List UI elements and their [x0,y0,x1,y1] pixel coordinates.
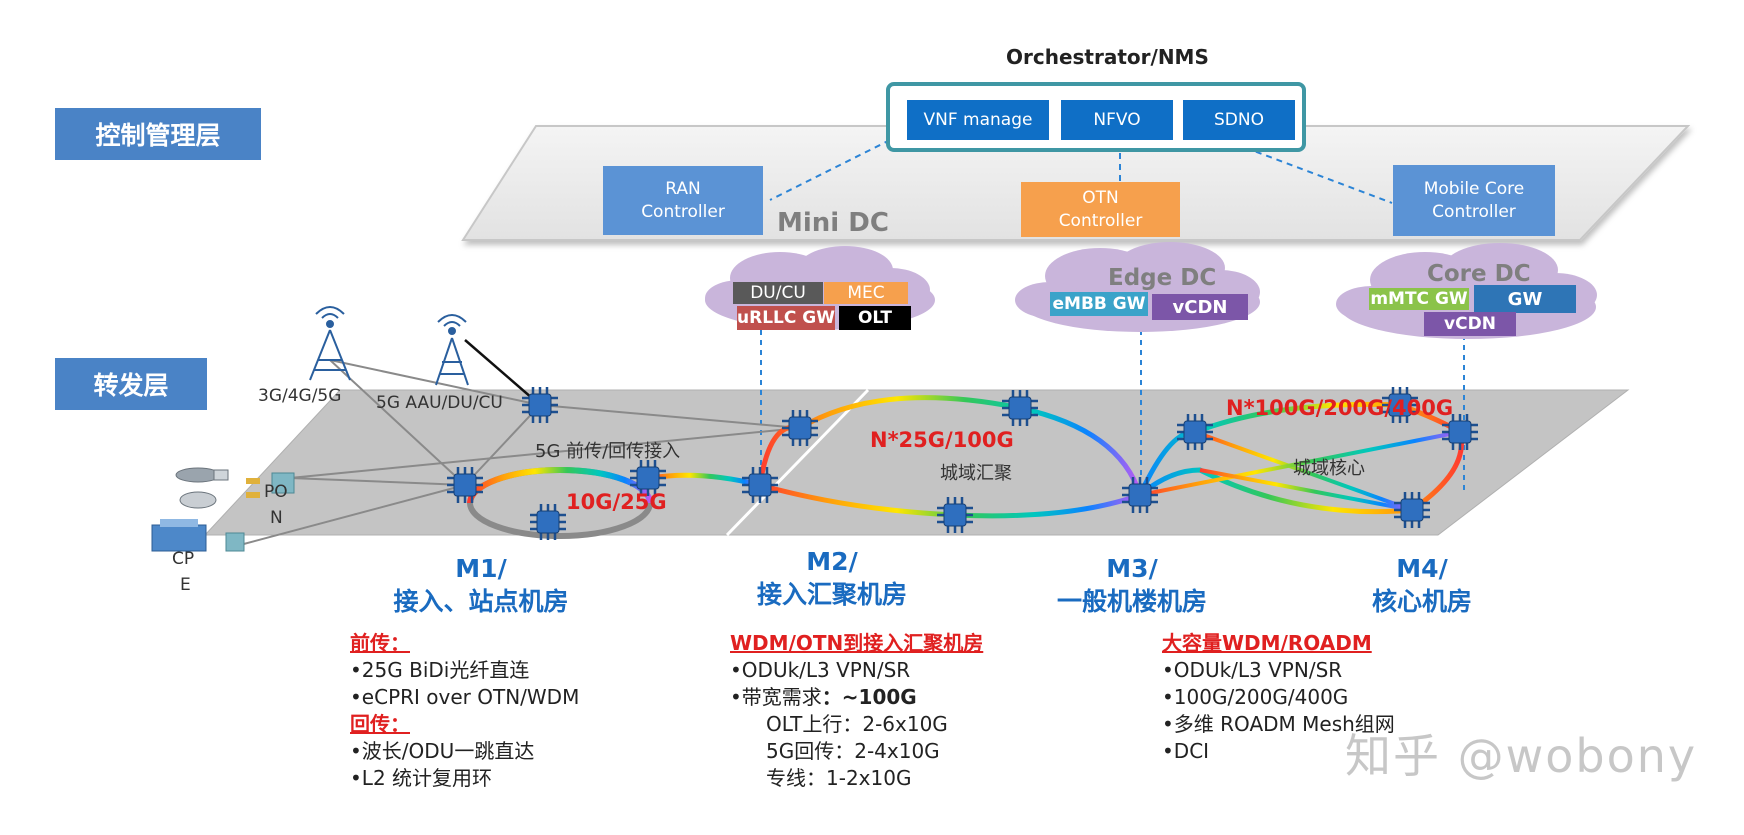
nfvo-box: NFVO [1061,100,1173,140]
note-line: •100G/200G/400G [1162,685,1349,709]
vnf-manage-box: VNF manage [907,100,1049,140]
switch-node-icon [1122,477,1158,513]
cell-tower-label: 3G/4G/5G [258,386,342,406]
watermark: 知乎 @wobony [1345,729,1698,783]
mini-dc-label: Mini DC [777,208,889,238]
ring2-speed-label: N*25G/100G [870,428,1014,452]
ring1-to-ring2-link [649,472,761,488]
pon-onu-icon [246,472,295,498]
ran-controller-box: RAN Controller [603,166,763,235]
m4-notes: 大容量WDM/ROADM •ODUk/L3 VPN/SR •100G/200G/… [1162,630,1395,765]
mobile-core-controller-box: Mobile Core Controller [1393,165,1555,236]
core-vcdn-tag: vCDN [1424,312,1516,336]
edge-vcdn-tag: vCDN [1152,294,1248,320]
note-subline: OLT上行：2-6x10G [766,712,948,736]
switch-node-icon [522,387,558,423]
aau-label: 5G AAU/DU/CU [376,393,503,413]
note-line: •波长/ODU一跳直达 [350,739,535,763]
olt-tag: OLT [839,306,911,330]
switch-node-icon [782,410,818,446]
note-line: •25G BiDi光纤直连 [350,658,530,682]
switch-nodes [447,387,1478,540]
cpe-label-line2: E [180,575,191,595]
note-line: •ODUk/L3 VPN/SR [730,658,911,682]
urllc-gw-tag: uRLLC GW [737,306,835,330]
m2-notes: WDM/OTN到接入汇聚机房 •ODUk/L3 VPN/SR •带宽需求：~10… [730,630,983,792]
switch-node-icon [630,460,666,496]
metro-core-label: 城域核心 [1293,458,1365,479]
switch-node-icon [1442,414,1478,450]
forwarding-layer-label: 转发层 [55,358,207,410]
plane-divider [725,388,870,537]
note-line: •DCI [1162,739,1210,763]
ring1-speed-label: 10G/25G [566,490,667,514]
mec-tag: MEC [824,282,908,304]
cpe-label-line1: CP [172,549,195,569]
note-line: •多维 ROADM Mesh组网 [1162,712,1395,736]
aau-tower-icon [435,314,469,386]
switch-node-icon [1177,414,1213,450]
note-subline: 专线：1-2x10G [766,766,912,790]
switch-node-icon [1394,492,1430,528]
aau-fiber [464,339,541,406]
cell-tower-icon [309,306,351,381]
note-line: •L2 统计复用环 [350,766,493,790]
switch-node-icon [447,467,483,503]
m2-notes-heading: WDM/OTN到接入汇聚机房 [730,631,984,655]
site-m4-heading: M4/核心机房 [1371,554,1472,616]
core-gw-tag: GW [1474,285,1576,313]
site-m1-heading: M1/接入、站点机房 [393,554,569,616]
note-line: •eCPRI over OTN/WDM [350,685,580,709]
note-subline: 5G回传：2-4x10G [766,739,940,763]
backhaul-heading: 回传： [350,712,410,736]
metro-aggregation-label: 城域汇聚 [940,463,1012,484]
m1-notes: 前传： •25G BiDi光纤直连 •eCPRI over OTN/WDM 回传… [350,630,579,792]
core-mesh-links [1139,430,1461,512]
camera-icon [175,467,229,483]
control-layer-label: 控制管理层 [55,108,261,160]
cloud-drop-lines [760,330,1465,490]
core-dc-label: Core DC [1427,261,1531,287]
sdno-box: SDNO [1183,100,1295,140]
switch-node-icon [1002,390,1038,426]
access-links [239,359,801,546]
pon-label-line1: PO [264,482,288,502]
fronthaul-label: 5G 前传/回传接入 [535,441,681,462]
note-line: •带宽需求：~100G [730,685,917,709]
embb-gw-tag: eMBB GW [1050,292,1148,316]
site-m2-heading: M2/接入汇聚机房 [756,547,907,609]
m4-notes-heading: 大容量WDM/ROADM [1162,631,1372,655]
mmtc-gw-tag: mMTC GW [1369,288,1469,310]
edge-dc-label: Edge DC [1108,265,1217,291]
switch-node-icon [1382,387,1418,423]
du-cu-tag: DU/CU [733,282,823,304]
switch-node-icon [937,497,973,533]
pon-label-line2: N [270,508,283,528]
fronthaul-heading: 前传： [350,631,410,655]
building-icon [151,519,245,552]
orchestrator-links [769,139,1393,204]
router-device-icon [179,491,217,509]
switch-node-icon [530,504,566,540]
ring3-speed-label: N*100G/200G/400G [1226,396,1454,420]
orchestrator-title: Orchestrator/NMS [1006,45,1209,69]
site-m3-heading: M3/一般机楼机房 [1056,554,1207,616]
otn-controller-box: OTN Controller [1021,182,1180,237]
note-line: •ODUk/L3 VPN/SR [1162,658,1343,682]
switch-node-icon [742,467,778,503]
